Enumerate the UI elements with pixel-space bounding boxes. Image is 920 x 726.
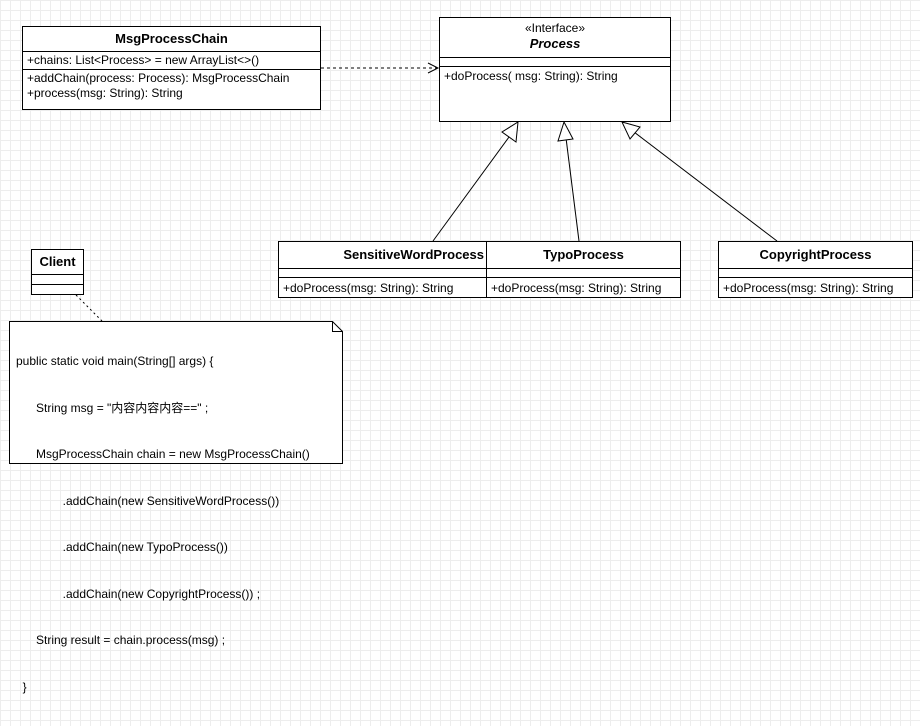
attributes-section [279,269,488,278]
class-name: TypoProcess [487,242,680,269]
realization-arrow-copyright [621,121,778,242]
attributes-section [32,275,83,285]
note-shape [9,321,343,464]
dependency-arrow [321,62,440,74]
code-line: } [16,679,27,694]
process-interface-class[interactable]: «Interface» Process +doProcess( msg: Str… [439,17,671,122]
operations-section: +doProcess( msg: String): String [440,67,670,84]
client-class[interactable]: Client [31,249,84,295]
realization-arrow-typo [557,120,580,242]
note-code: public static void main(String[] args) {… [16,323,310,726]
class-name: CopyrightProcess [719,242,912,269]
code-line: String msg = "内容内容内容==" ; [16,400,209,415]
operations-section: +addChain(process: Process): MsgProcessC… [23,70,320,101]
operation-row: +addChain(process: Process): MsgProcessC… [27,71,290,85]
sensitive-word-process-class[interactable]: SensitiveWordProcess +doProcess(msg: Str… [278,241,489,298]
operation-row: +doProcess( msg: String): String [444,69,618,83]
code-line: MsgProcessChain chain = new MsgProcessCh… [16,447,310,461]
typo-process-class[interactable]: TypoProcess +doProcess(msg: String): Str… [486,241,681,298]
code-line: String result = chain.process(msg) ; [16,633,226,647]
attribute-row: +chains: List<Process> = new ArrayList<>… [27,53,260,67]
operations-section: +doProcess(msg: String): String [279,278,488,296]
code-line: .addChain(new TypoProcess()) [16,540,228,554]
attributes-section [487,269,680,278]
operation-row: +doProcess(msg: String): String [283,281,454,295]
attributes-section [719,269,912,278]
class-header: «Interface» Process [440,18,670,58]
attributes-section: +chains: List<Process> = new ArrayList<>… [23,52,320,70]
code-line: public static void main(String[] args) { [16,354,214,368]
operation-row: +process(msg: String): String [27,86,183,100]
relationship-lines [75,62,778,322]
class-name: Process [529,36,581,51]
code-line: .addChain(new CopyrightProcess()) ; [16,586,261,601]
class-name: SensitiveWordProcess [279,242,488,269]
operation-row: +doProcess(msg: String): String [491,281,662,295]
attributes-section [440,58,670,67]
realization-arrow-sensitive [432,121,519,242]
operations-section: +doProcess(msg: String): String [487,278,680,296]
operation-row: +doProcess(msg: String): String [723,281,894,295]
operations-section: +doProcess(msg: String): String [719,278,912,296]
stereotype-label: «Interface» [524,21,586,35]
code-line: .addChain(new SensitiveWordProcess()) [16,493,280,508]
class-name: MsgProcessChain [23,27,320,52]
class-name: Client [32,250,83,275]
msg-process-chain-class[interactable]: MsgProcessChain +chains: List<Process> =… [22,26,321,110]
code-note[interactable]: public static void main(String[] args) {… [9,321,343,694]
note-anchor-line [75,294,103,322]
copyright-process-class[interactable]: CopyrightProcess +doProcess(msg: String)… [718,241,913,298]
